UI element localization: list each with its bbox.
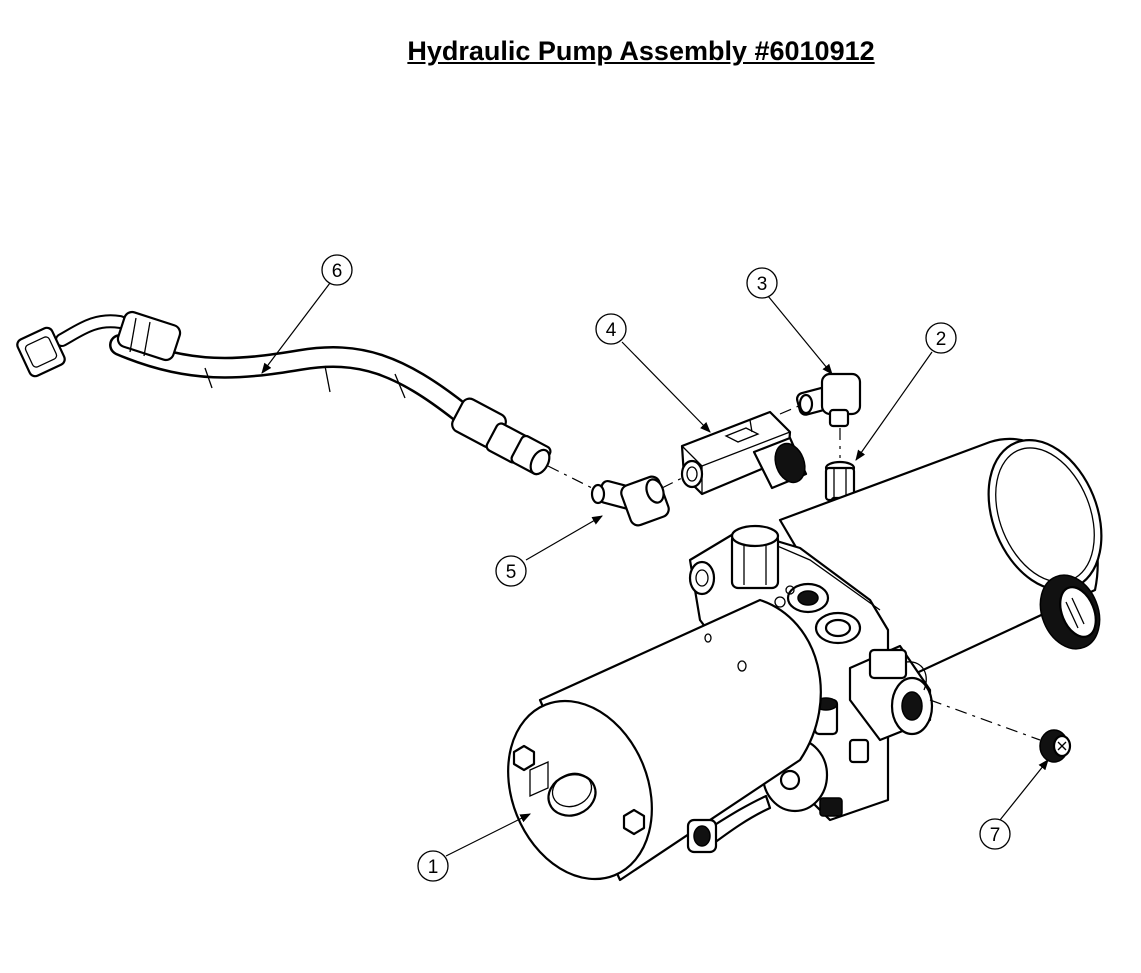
- callout-5: 5: [495, 555, 527, 587]
- callout-1-label: 1: [428, 857, 439, 878]
- callout-5-label: 5: [506, 562, 517, 583]
- hydraulic-hose-part: [16, 310, 552, 476]
- callout-3-label: 3: [757, 274, 768, 295]
- valve-block-part-4: [680, 410, 808, 496]
- callout-6-label: 6: [332, 261, 343, 282]
- callout-1: 1: [417, 850, 449, 882]
- callout-2-label: 2: [936, 329, 947, 350]
- callout-3: 3: [746, 267, 778, 299]
- plug-part-7: [1039, 729, 1072, 763]
- callout-6: 6: [321, 254, 353, 286]
- electric-motor-part-1: [507, 598, 822, 882]
- callout-2: 2: [925, 322, 957, 354]
- callout-4: 4: [595, 313, 627, 345]
- elbow-fitting-part-3: [795, 372, 862, 428]
- callout-7-label: 7: [990, 825, 1001, 846]
- callout-leaders: [261, 282, 1049, 857]
- callout-7: 7: [979, 818, 1011, 850]
- elbow-fitting-part-5: [590, 475, 670, 527]
- callout-4-label: 4: [606, 320, 617, 341]
- page-title: Hydraulic Pump Assembly #6010912: [407, 36, 875, 66]
